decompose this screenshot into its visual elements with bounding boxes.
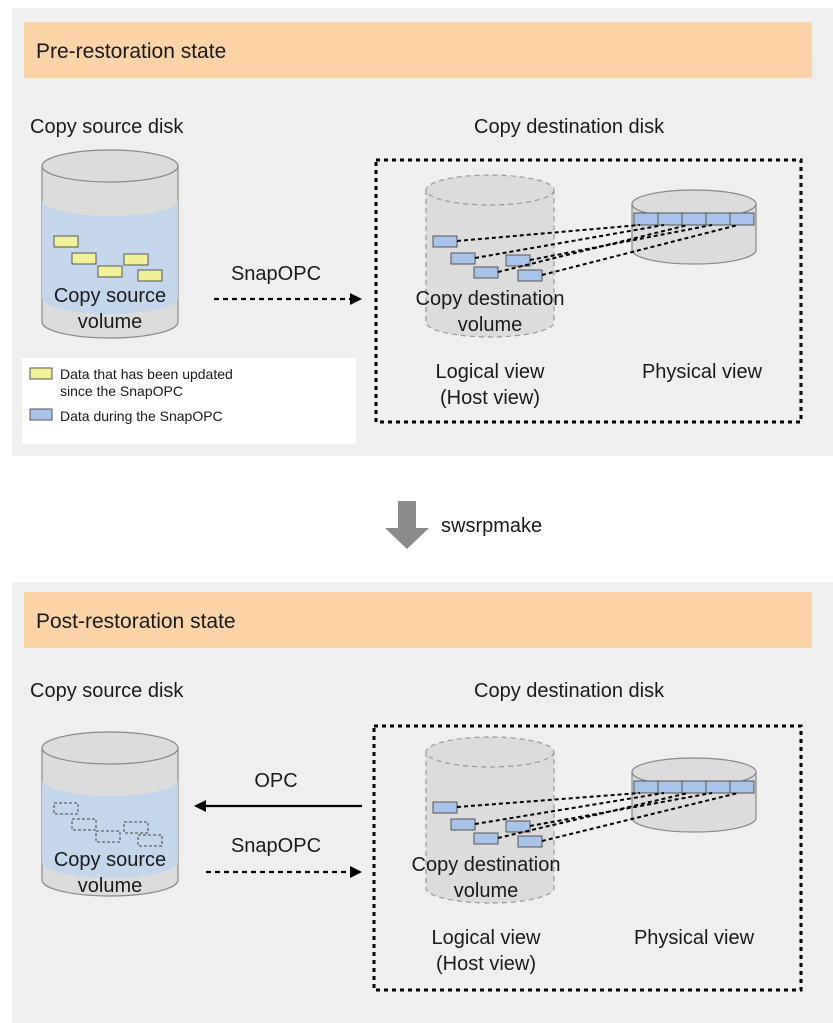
pre-source-disk-cylinder	[41, 149, 179, 339]
pre-source-disk-label: Copy source disk	[30, 116, 184, 138]
pre-restoration-panel: Pre-restoration state Copy source disk C…	[12, 8, 833, 456]
post-physical-cylinder	[631, 757, 757, 833]
legend-updated-line2: since the SnapOPC	[60, 383, 183, 399]
pre-snapopc-label: SnapOPC	[231, 263, 321, 285]
post-source-disk-cylinder	[41, 731, 179, 897]
post-logical-view-line2: (Host view)	[436, 953, 536, 975]
legend-updated-line1: Data that has been updated	[60, 366, 233, 382]
pre-physical-view: Physical view	[642, 361, 763, 383]
legend-swatch-updated	[29, 367, 53, 380]
pre-header-bar	[24, 22, 812, 78]
post-header-bar	[24, 592, 812, 648]
post-physical-view: Physical view	[634, 927, 755, 949]
pre-source-volume-line1: Copy source	[54, 285, 166, 307]
pre-logical-view-line2: (Host view)	[440, 387, 540, 409]
legend-swatch-during	[29, 408, 53, 421]
post-dest-disk-box	[372, 724, 803, 992]
post-mapping-lines	[456, 792, 739, 842]
pre-source-volume-line2: volume	[78, 311, 142, 333]
post-restoration-panel: Post-restoration state Copy source disk …	[12, 582, 833, 1023]
pre-dest-disk-label: Copy destination disk	[474, 116, 665, 138]
post-dest-volume-line2: volume	[454, 880, 518, 902]
pre-physical-cylinder	[631, 189, 757, 265]
down-arrow-icon	[385, 501, 429, 549]
post-dest-volume-line1: Copy destination	[412, 854, 561, 876]
post-opc-label: OPC	[254, 770, 297, 792]
pre-legend: Data that has been updated since the Sna…	[22, 358, 356, 444]
post-logical-cylinder	[425, 736, 555, 904]
post-dest-disk-label: Copy destination disk	[474, 680, 665, 702]
pre-dest-disk-box	[374, 158, 803, 424]
pre-dest-volume-line1: Copy destination	[416, 288, 565, 310]
legend-during: Data during the SnapOPC	[60, 408, 223, 424]
pre-dest-volume-line2: volume	[458, 314, 522, 336]
pre-title: Pre-restoration state	[36, 40, 226, 63]
transition-command: swsrpmake	[441, 515, 542, 537]
pre-mapping-lines	[456, 224, 739, 276]
post-logical-view-line1: Logical view	[432, 927, 542, 949]
post-source-volume-line1: Copy source	[54, 849, 166, 871]
pre-logical-view-line1: Logical view	[436, 361, 546, 383]
pre-logical-cylinder	[425, 174, 555, 338]
legend-box	[22, 358, 356, 444]
post-snapopc-label: SnapOPC	[231, 835, 321, 857]
post-title: Post-restoration state	[36, 610, 236, 633]
post-source-volume-line2: volume	[78, 875, 142, 897]
transition: swsrpmake	[385, 501, 542, 549]
post-source-disk-label: Copy source disk	[30, 680, 184, 702]
